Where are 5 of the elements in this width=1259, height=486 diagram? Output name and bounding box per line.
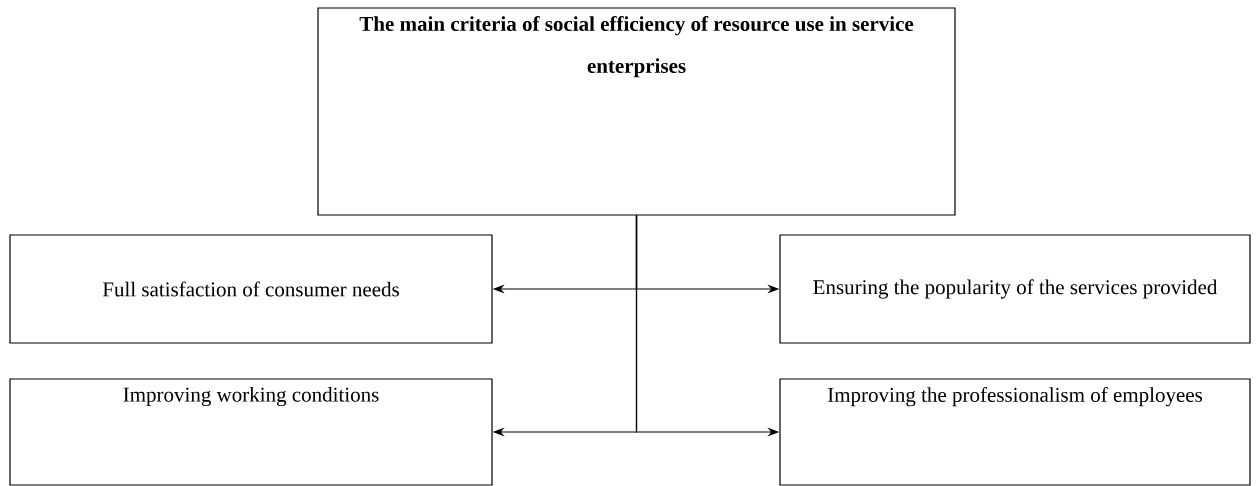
title-box: The main criteria of social efficiency of resource use in service enterprises bbox=[317, 7, 956, 216]
criterion-box: Ensuring the popularity of the services provided bbox=[779, 234, 1251, 344]
criterion-box: Full satisfaction of consumer needs bbox=[9, 234, 493, 344]
criterion-box: Improving the professionalism of employees bbox=[779, 378, 1251, 486]
criterion-box: Improving working conditions bbox=[9, 378, 493, 486]
